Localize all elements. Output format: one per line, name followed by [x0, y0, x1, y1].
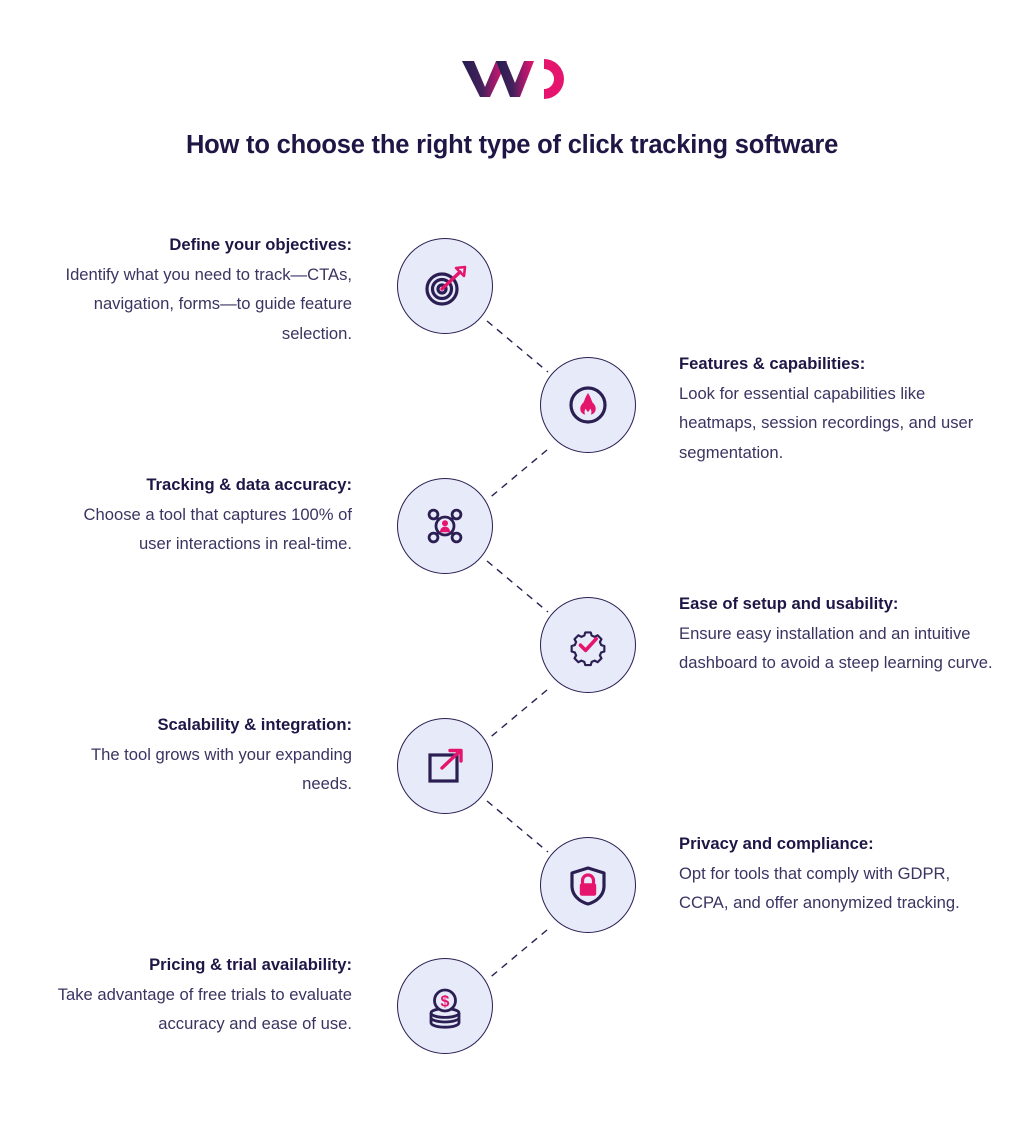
step-heading: Define your objectives:: [169, 235, 352, 254]
flame-icon: [569, 386, 607, 424]
step-copy: Privacy and compliance: Opt for tools th…: [679, 829, 999, 918]
step-item: $ Pricing & trial availability: Take adv…: [0, 955, 1024, 1054]
step-copy: Ease of setup and usability: Ensure easy…: [679, 589, 999, 678]
step-heading: Ease of setup and usability:: [679, 594, 899, 613]
step-icon-circle: [397, 718, 493, 814]
user-network-icon: [427, 508, 463, 544]
step-heading: Features & capabilities:: [679, 354, 866, 373]
target-dart-icon: [425, 265, 467, 306]
step-heading: Tracking & data accuracy:: [146, 475, 352, 494]
step-item: Privacy and compliance: Opt for tools th…: [0, 834, 1024, 933]
coin-stack-dollar-icon: $: [429, 988, 461, 1029]
step-body: Identify what you need to track—CTAs, na…: [65, 264, 352, 343]
step-copy: Scalability & integration: The tool grow…: [52, 710, 352, 799]
step-body: Ensure easy installation and an intuitiv…: [679, 623, 993, 673]
step-body: The tool grows with your expanding needs…: [90, 744, 352, 794]
step-item: Ease of setup and usability: Ensure easy…: [0, 594, 1024, 693]
step-copy: Tracking & data accuracy: Choose a tool …: [52, 470, 352, 559]
step-item: Tracking & data accuracy: Choose a tool …: [0, 475, 1024, 574]
step-icon-circle: [397, 478, 493, 574]
step-heading: Scalability & integration:: [157, 715, 352, 734]
step-icon-circle: [540, 357, 636, 453]
step-body: Choose a tool that captures 100% of user…: [83, 504, 352, 554]
step-icon-circle: [540, 837, 636, 933]
step-item: Scalability & integration: The tool grow…: [0, 715, 1024, 814]
svg-text:$: $: [441, 993, 450, 1010]
brand-logo: [0, 48, 1024, 106]
step-body: Opt for tools that comply with GDPR, CCP…: [679, 863, 960, 913]
step-copy: Define your objectives: Identify what yo…: [52, 230, 352, 348]
vwo-logo: [462, 59, 564, 99]
shield-lock-icon: [570, 866, 606, 906]
step-heading: Pricing & trial availability:: [149, 955, 352, 974]
step-icon-circle: $: [397, 958, 493, 1054]
step-copy: Pricing & trial availability: Take advan…: [52, 950, 352, 1039]
step-item: Features & capabilities: Look for essent…: [0, 354, 1024, 462]
step-body: Look for essential capabilities like hea…: [679, 383, 974, 462]
step-item: Define your objectives: Identify what yo…: [0, 235, 1024, 343]
step-heading: Privacy and compliance:: [679, 834, 874, 853]
page-title: How to choose the right type of click tr…: [185, 131, 839, 159]
expand-arrow-icon: [428, 748, 463, 783]
step-icon-circle: [397, 238, 493, 334]
step-icon-circle: [540, 597, 636, 693]
step-body: Take advantage of free trials to evaluat…: [57, 984, 352, 1034]
gear-check-icon: [570, 631, 606, 667]
step-copy: Features & capabilities: Look for essent…: [679, 349, 999, 467]
